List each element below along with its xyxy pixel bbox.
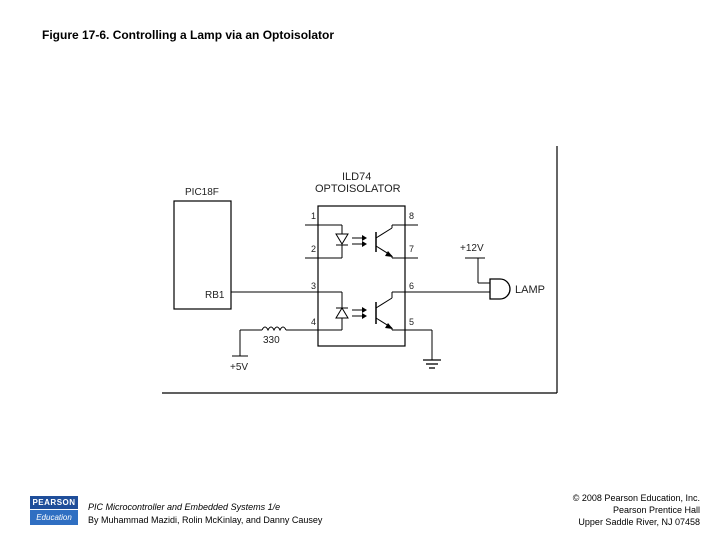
mcu-box xyxy=(173,200,232,310)
led-2-icon xyxy=(318,291,367,331)
resistor-icon xyxy=(261,326,287,332)
pin-number-5: 5 xyxy=(409,317,414,327)
opto-box xyxy=(317,205,406,347)
opto-name-label: OPTOISOLATOR xyxy=(315,183,401,195)
book-info: PIC Microcontroller and Embedded Systems… xyxy=(88,501,322,527)
supply-12v-label: +12V xyxy=(460,243,484,254)
logo-bottom-text: Education xyxy=(30,510,78,525)
pin-number-7: 7 xyxy=(409,244,414,254)
lamp-icon xyxy=(489,278,511,300)
opto-part-label: ILD74 xyxy=(342,171,371,183)
pearson-logo: PEARSON Education xyxy=(30,496,78,526)
copyright-line-2: Pearson Prentice Hall xyxy=(612,505,700,515)
phototransistor-2-icon xyxy=(375,291,418,331)
pin-label-rb1: RB1 xyxy=(205,290,225,301)
pin-number-6: 6 xyxy=(409,281,414,291)
pin-number-3: 3 xyxy=(311,281,316,291)
figure-title: Figure 17-6. Controlling a Lamp via an O… xyxy=(42,28,335,42)
book-title: PIC Microcontroller and Embedded Systems… xyxy=(88,502,281,512)
phototransistor-1-icon xyxy=(375,224,418,259)
mcu-label: PIC18F xyxy=(185,187,219,198)
pin-number-1: 1 xyxy=(311,211,316,221)
copyright-line-1: © 2008 Pearson Education, Inc. xyxy=(572,493,700,503)
led-1-icon xyxy=(305,224,367,259)
logo-top-text: PEARSON xyxy=(30,496,78,509)
pin-number-8: 8 xyxy=(409,211,414,221)
resistor-label: 330 xyxy=(263,335,280,346)
book-authors: By Muhammad Mazidi, Rolin McKinlay, and … xyxy=(88,515,323,525)
pin-number-4: 4 xyxy=(311,317,316,327)
copyright-line-3: Upper Saddle River, NJ 07458 xyxy=(578,517,700,527)
supply-5v-label: +5V xyxy=(230,362,248,373)
pin-number-2: 2 xyxy=(311,244,316,254)
lamp-label: LAMP xyxy=(515,284,545,296)
ground-icon xyxy=(423,359,441,369)
copyright-block: © 2008 Pearson Education, Inc. Pearson P… xyxy=(573,492,700,528)
